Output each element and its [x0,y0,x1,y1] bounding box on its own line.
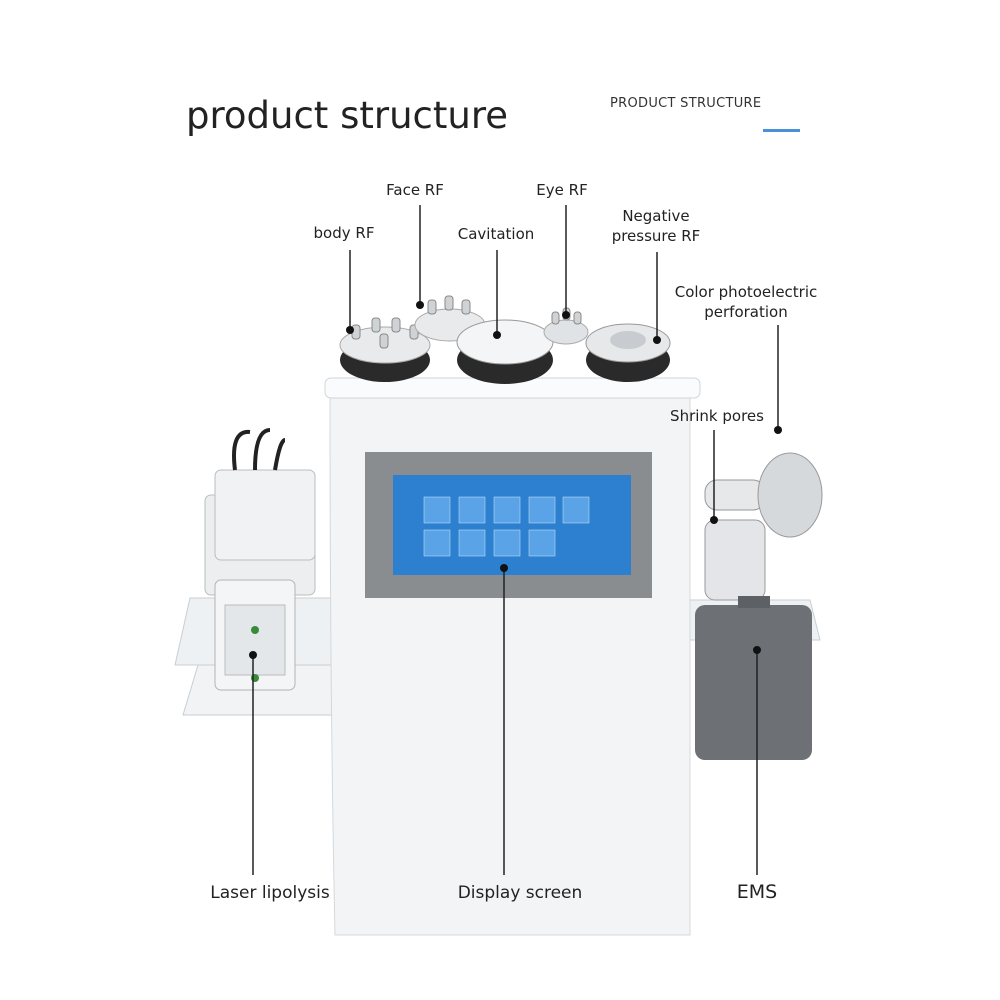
negative-pressure-rf-head [585,323,671,382]
label-ems: EMS [736,881,778,903]
screen-icons [423,496,590,557]
callout-lines [252,205,779,875]
label-laser-lipolysis: Laser lipolysis [210,883,330,903]
label-eye-rf: Eye RF [536,181,588,199]
label-line: perforation [704,303,788,321]
label-color-photoelectric-perforation: Color photoelectric perforation [675,282,818,322]
label-shrink-pores: Shrink pores [670,407,764,425]
screen-display [393,475,631,575]
label-face-rf: Face RF [386,181,444,199]
page-title: product structure [186,94,508,137]
label-body-rf: body RF [313,224,375,242]
cavitation-head [456,319,554,384]
section-subtitle: PRODUCT STRUCTURE [610,96,762,111]
eye-rf-head [543,307,589,345]
color-photoelectric-handle [704,452,823,601]
label-display-screen: Display screen [457,883,583,903]
label-line: Color photoelectric [674,283,818,301]
label-line: pressure RF [611,227,701,245]
label-negative-pressure-rf: Negative pressure RF [612,206,701,246]
laser-pads [204,428,316,691]
label-line: Negative [622,207,690,225]
callout-dots [249,301,782,659]
label-cavitation: Cavitation [457,225,535,243]
ems-pad [695,596,812,760]
accent-underline [763,129,800,132]
body-rf-head [339,317,431,382]
